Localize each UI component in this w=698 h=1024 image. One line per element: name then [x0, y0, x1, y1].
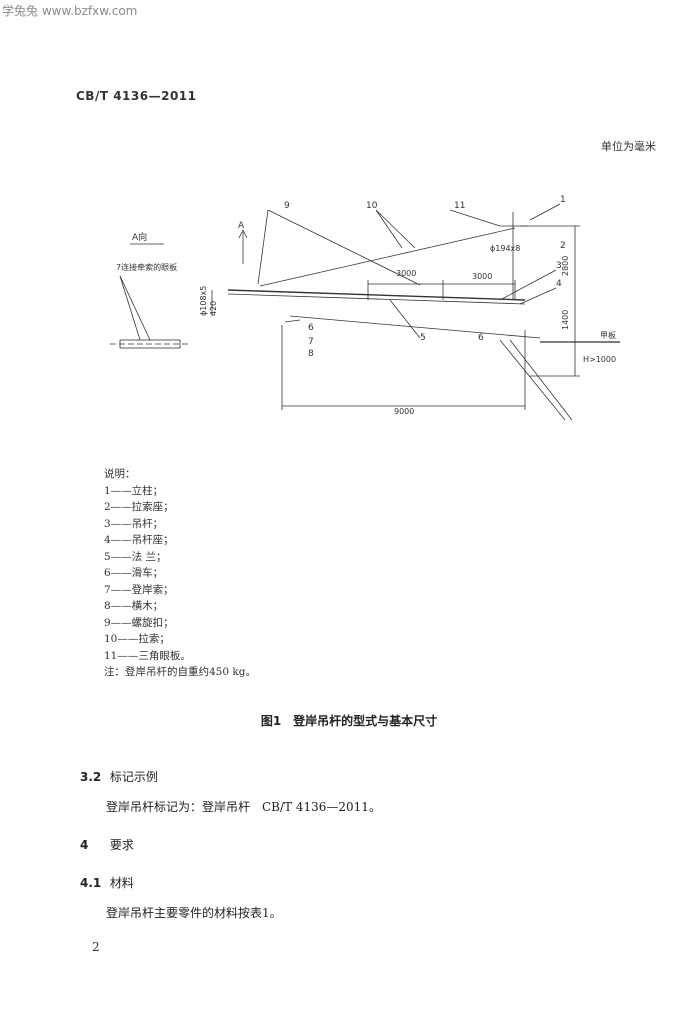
- legend-item: 1——立柱；: [104, 484, 164, 497]
- legend-note: 注：登岸吊杆的自重约450 kg。: [104, 666, 256, 678]
- section-title: 标记示例: [109, 770, 158, 784]
- legend-item: 2——拉索座；: [104, 501, 174, 513]
- section-number: 4.1: [80, 876, 102, 890]
- watermark-text: 学兔兔 www.bzfxw.com: [2, 4, 138, 18]
- dimension-108: ϕ108x5: [199, 286, 208, 316]
- standard-code: CB/T 4136—2011: [76, 89, 197, 103]
- dimension-3000-right: 3000: [472, 272, 492, 281]
- leader-line: [519, 287, 557, 305]
- legend-item: 5——法 兰；: [104, 550, 167, 563]
- callout-5: 5: [420, 333, 426, 343]
- legend-item: 4——吊杆座；: [104, 534, 174, 546]
- page-number: 2: [92, 940, 100, 954]
- legend-item: 3——吊杆；: [104, 517, 164, 530]
- legend-item: 8——横木；: [104, 600, 164, 612]
- boom-line: [227, 293, 526, 305]
- label-deck: 甲板: [600, 330, 616, 340]
- callout-10: 10: [366, 201, 378, 211]
- callout-6-right: 6: [478, 333, 484, 343]
- legend-title: 说明：: [104, 468, 136, 480]
- callout-8: 8: [308, 349, 314, 359]
- section-title: 要求: [109, 838, 134, 852]
- rope-line: [499, 339, 566, 421]
- callout-7: 7: [308, 337, 314, 347]
- rope-line: [509, 339, 573, 421]
- section-heading-4-1: 4.1 材料: [80, 874, 134, 891]
- callout-6-left: 6: [308, 323, 314, 333]
- stay-line: [259, 227, 516, 287]
- callout-9: 9: [284, 201, 290, 211]
- paragraph-materials: 登岸吊杆主要零件的材料按表1。: [106, 906, 282, 920]
- callout-11: 11: [454, 201, 465, 211]
- leader-line: [119, 275, 141, 341]
- leader-line: [389, 299, 421, 339]
- leader-line: [529, 203, 561, 221]
- figure-caption: 图1 登岸吊杆的型式与基本尺寸: [260, 714, 438, 728]
- figure-legend: 说明： 1——立柱； 2——拉索座； 3——吊杆； 4——吊杆座； 5——法 兰…: [104, 466, 256, 681]
- legend-item: 6——滑车；: [104, 567, 164, 579]
- dimension-420: 420: [209, 301, 218, 316]
- leader-line: [375, 209, 403, 249]
- dimension-2800: 2800: [561, 256, 570, 276]
- legend-item: 9——螺旋扣；: [104, 616, 174, 629]
- section-number: 3.2: [80, 770, 102, 784]
- label-connection-eye-plate: 7连接牵索的眼板: [116, 262, 177, 272]
- leader-line: [284, 319, 301, 323]
- dimension-194: ϕ194x8: [490, 244, 520, 253]
- section-heading-4: 4 要求: [80, 836, 134, 853]
- figure-1-drawing: A向 7连接牵索的眼板 A 3000 3000 ϕ194x8 2800 1400…: [110, 195, 620, 421]
- boom-line: [227, 289, 526, 301]
- stay-line: [289, 315, 541, 339]
- callout-2: 2: [560, 241, 566, 251]
- leader-line: [375, 209, 416, 249]
- dimension-9000: 9000: [394, 407, 414, 416]
- leader-line: [449, 209, 501, 227]
- leader-line: [499, 269, 557, 301]
- section-heading-3-2: 3.2 标记示例: [80, 768, 158, 785]
- dimension-1400: 1400: [561, 310, 570, 330]
- callout-1: 1: [560, 195, 566, 205]
- leader-line: [257, 209, 269, 285]
- legend-item: 7——登岸索；: [104, 583, 174, 596]
- dimension-3000-left: 3000: [396, 269, 416, 278]
- legend-item: 10——拉索；: [104, 633, 170, 645]
- label-a-view: A向: [132, 231, 147, 243]
- paragraph-marking: 登岸吊杆标记为：登岸吊杆 CB/T 4136—2011。: [106, 800, 381, 814]
- dimension-h-1000: H>1000: [583, 355, 616, 364]
- section-number: 4: [80, 838, 89, 852]
- leader-line: [119, 275, 151, 341]
- arrow-head-a: [238, 229, 248, 239]
- callout-3: 3: [556, 261, 562, 271]
- legend-item: 11——三角眼板。: [104, 649, 191, 662]
- section-title: 材料: [109, 876, 134, 890]
- callout-4: 4: [556, 279, 562, 289]
- leader-line: [267, 209, 421, 286]
- label-arrow-a: A: [238, 221, 245, 231]
- unit-note: 单位为毫米: [601, 140, 656, 153]
